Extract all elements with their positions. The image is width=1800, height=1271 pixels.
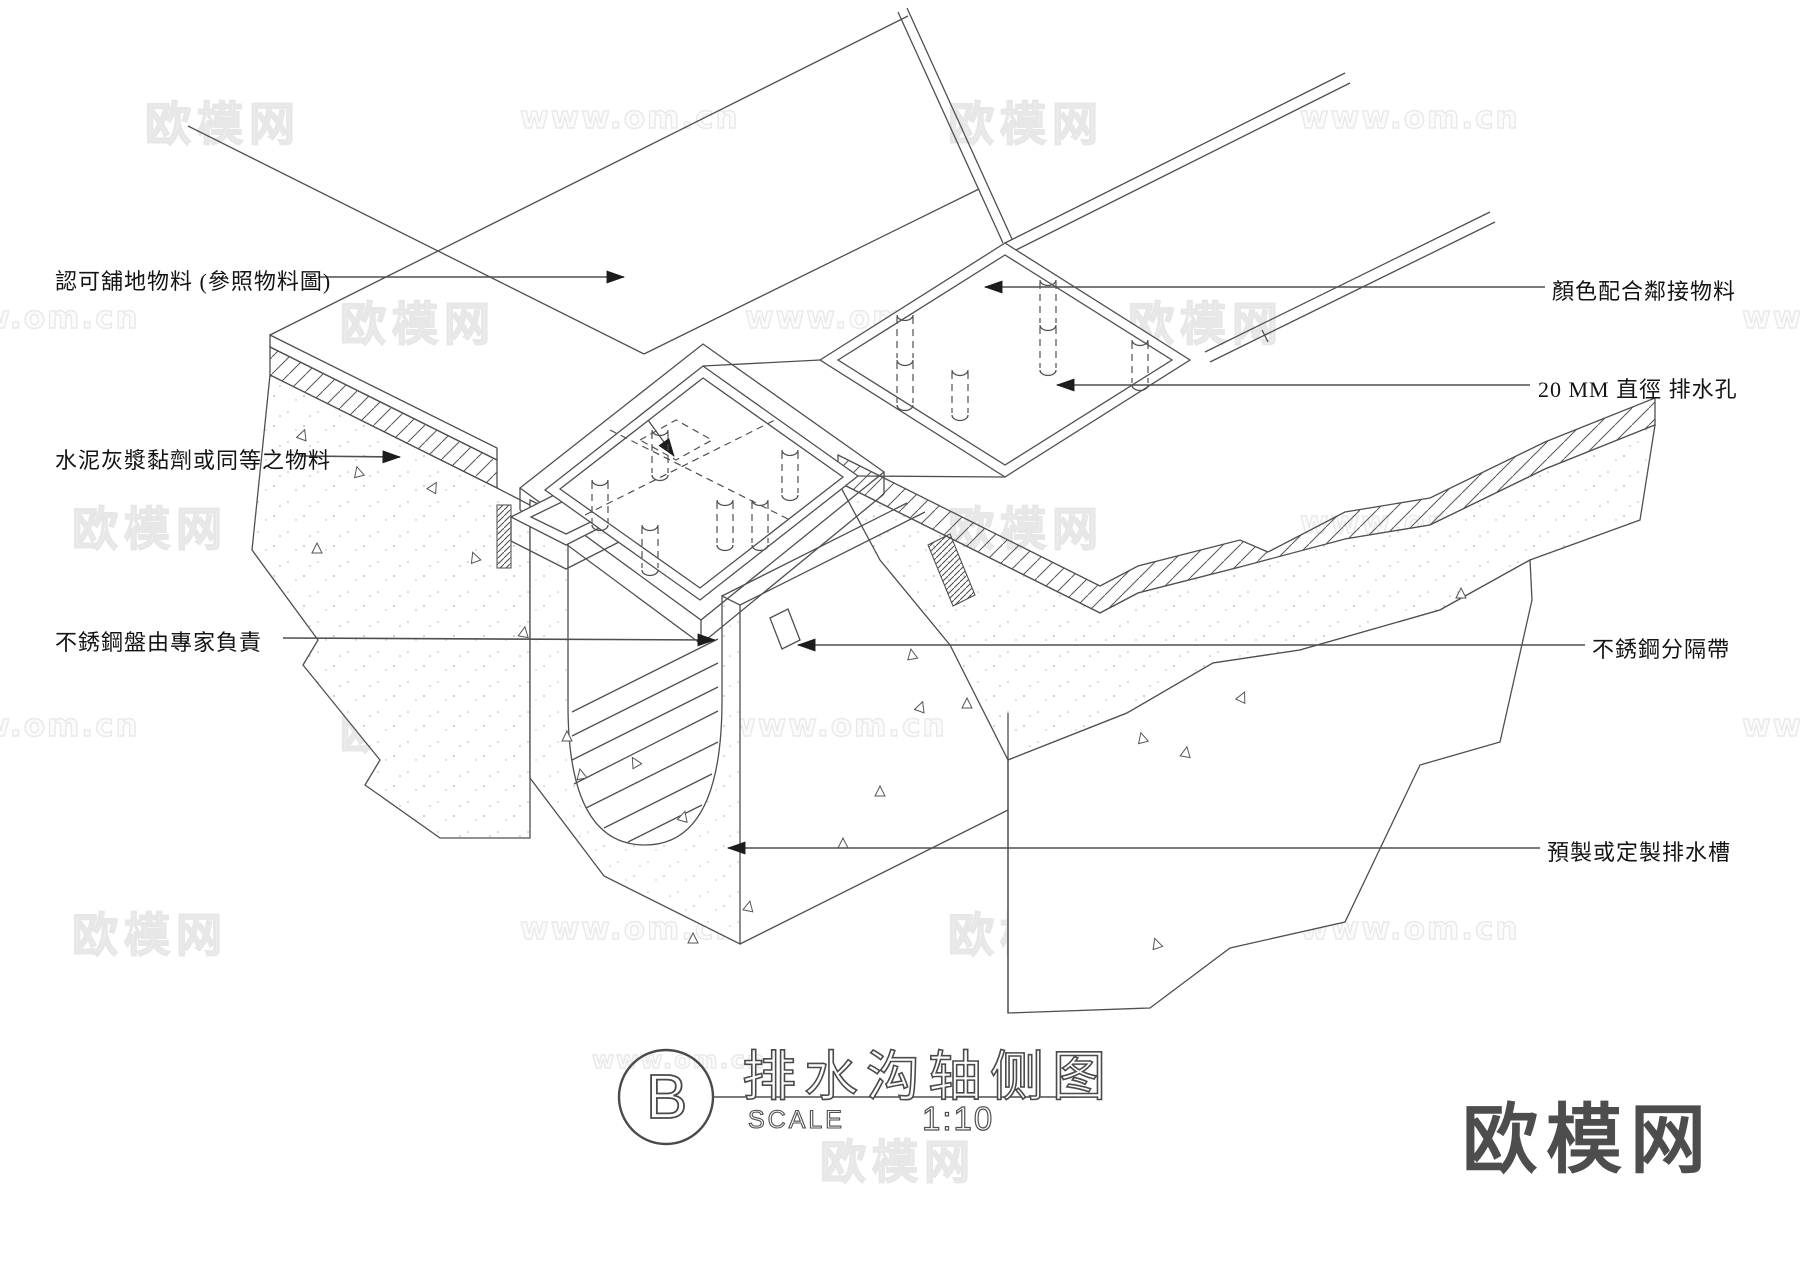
watermark-site-url: www.om.cn — [726, 707, 947, 744]
tile-panel — [818, 242, 1192, 478]
label-approved-paving: 認可舖地物料 (參照物料圖) — [55, 269, 332, 294]
grate-panel — [543, 365, 860, 601]
scale-value: 1:10 — [921, 1099, 995, 1137]
site-logo: 欧模网 — [1462, 1095, 1714, 1184]
watermark-site-name: 欧模网 — [819, 1134, 976, 1190]
watermark-site-name: 欧模网 — [947, 96, 1104, 152]
label-color-match: 顏色配合鄰接物料 — [1552, 279, 1737, 304]
precast-channel — [529, 498, 1009, 946]
paving-slab-top-left — [187, 15, 980, 839]
paving-slab-right — [836, 397, 1656, 1014]
watermark-site-name: 欧模网 — [71, 907, 228, 963]
label-stainless-divider: 不銹鋼分隔帶 — [1592, 637, 1731, 662]
leader-lines — [282, 270, 1585, 855]
watermark-site-url: www.om.cn — [591, 1045, 767, 1074]
scale-label: SCALE — [747, 1105, 845, 1134]
label-drain-hole: 20 MM 直徑 排水孔 — [1538, 377, 1738, 402]
watermark-site-url: www.om.cn — [0, 707, 140, 744]
leader-stainless-tray — [282, 633, 717, 647]
aggregate-symbols — [295, 428, 1467, 951]
watermark-site-url: www.om.cn — [1741, 707, 1800, 744]
watermark-site-url: www.om.cn — [1299, 99, 1520, 136]
label-cement-mortar: 水泥灰漿黏劑或同等之物料 — [55, 448, 332, 473]
adjacent-paving-edges — [897, 7, 1496, 363]
watermark-site-name: 欧模网 — [339, 296, 496, 352]
leader-cement-mortar — [299, 450, 402, 464]
panel-joint-bar — [702, 359, 1006, 478]
watermark-site-name: 欧模网 — [71, 501, 228, 557]
watermark-site-url: www.om.cn — [0, 299, 140, 336]
watermark-site-url: www.om.cn — [1741, 299, 1800, 336]
label-stainless-tray: 不銹鋼盤由專家負責 — [55, 630, 263, 655]
title-block-graphics — [617, 1048, 1078, 1146]
label-precast-channel: 預製或定製排水槽 — [1547, 840, 1732, 865]
detail-letter: B — [645, 1062, 688, 1133]
drawing-title: 排水沟轴侧图 — [741, 1046, 1114, 1108]
stainless-divider-strip — [769, 608, 801, 650]
watermark-site-url: www.om.cn — [519, 99, 740, 136]
